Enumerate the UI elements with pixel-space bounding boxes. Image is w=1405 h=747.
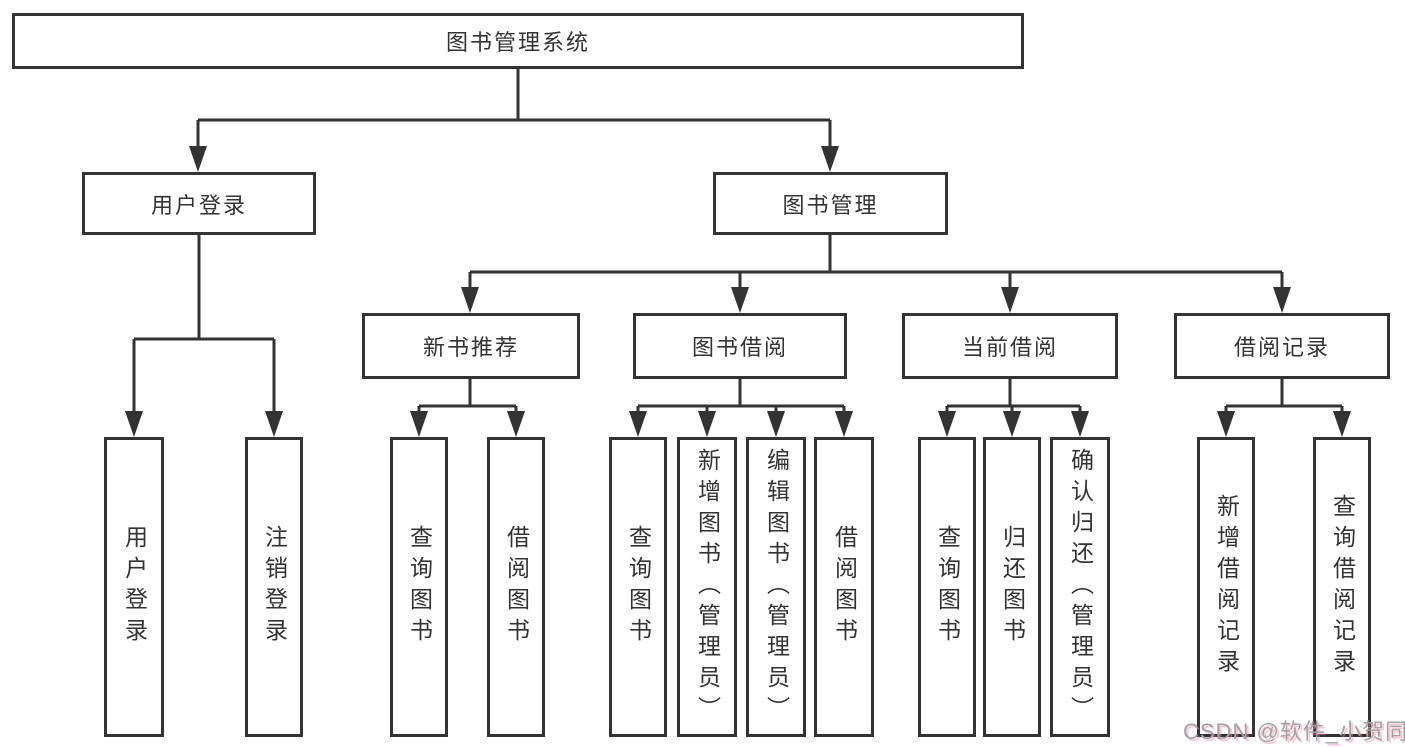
leaf-add-book-admin-label: 新增图书（管理员） xyxy=(694,447,721,727)
leaf-query-books-current: 查询图书 xyxy=(918,437,976,737)
leaf-user-login: 用户登录 xyxy=(104,437,164,737)
node-user-login: 用户登录 xyxy=(82,172,316,235)
leaf-return-book-label: 归还图书 xyxy=(999,525,1026,649)
leaf-add-book-admin: 新增图书（管理员） xyxy=(677,437,737,737)
leaf-query-books-recommend-label: 查询图书 xyxy=(406,525,433,649)
leaf-return-book: 归还图书 xyxy=(983,437,1041,737)
leaf-user-login-label: 用户登录 xyxy=(121,525,148,649)
leaf-add-borrow-record-label: 新增借阅记录 xyxy=(1213,494,1240,680)
node-borrow-records-label: 借阅记录 xyxy=(1233,335,1330,360)
node-current-borrow: 当前借阅 xyxy=(902,313,1118,379)
node-root-label: 图书管理系统 xyxy=(445,30,590,55)
node-user-login-label: 用户登录 xyxy=(150,192,247,218)
leaf-borrow-books: 借阅图书 xyxy=(814,437,874,737)
node-book-management: 图书管理 xyxy=(713,172,948,235)
csdn-watermark: CSDN @软件_小贺同学 xyxy=(1183,719,1405,744)
leaf-query-books-recommend: 查询图书 xyxy=(390,437,448,737)
leaf-borrow-books-label: 借阅图书 xyxy=(831,525,858,649)
node-book-management-label: 图书管理 xyxy=(782,192,879,218)
leaf-logout-label: 注销登录 xyxy=(261,525,288,649)
node-new-book-recommend-label: 新书推荐 xyxy=(422,335,519,360)
node-book-borrow: 图书借阅 xyxy=(633,313,847,379)
node-root: 图书管理系统 xyxy=(12,13,1024,69)
node-borrow-records: 借阅记录 xyxy=(1174,313,1390,379)
leaf-confirm-return-admin-label: 确认归还（管理员） xyxy=(1067,447,1094,727)
leaf-query-books-borrow-label: 查询图书 xyxy=(625,525,652,649)
leaf-borrow-books-recommend: 借阅图书 xyxy=(487,437,545,737)
leaf-confirm-return-admin: 确认归还（管理员） xyxy=(1050,437,1110,737)
leaf-query-books-current-label: 查询图书 xyxy=(934,525,961,649)
leaf-logout: 注销登录 xyxy=(245,437,303,737)
leaf-edit-book-admin: 编辑图书（管理员） xyxy=(746,437,806,737)
node-new-book-recommend: 新书推荐 xyxy=(362,313,580,379)
leaf-query-books-borrow: 查询图书 xyxy=(609,437,667,737)
node-book-borrow-label: 图书借阅 xyxy=(691,335,788,360)
leaf-borrow-books-recommend-label: 借阅图书 xyxy=(503,525,530,649)
node-current-borrow-label: 当前借阅 xyxy=(961,335,1058,360)
leaf-query-borrow-record-label: 查询借阅记录 xyxy=(1329,494,1356,680)
leaf-edit-book-admin-label: 编辑图书（管理员） xyxy=(763,447,790,727)
leaf-add-borrow-record: 新增借阅记录 xyxy=(1197,437,1255,737)
leaf-query-borrow-record: 查询借阅记录 xyxy=(1313,437,1371,737)
arrowhead-icons xyxy=(125,146,1351,437)
